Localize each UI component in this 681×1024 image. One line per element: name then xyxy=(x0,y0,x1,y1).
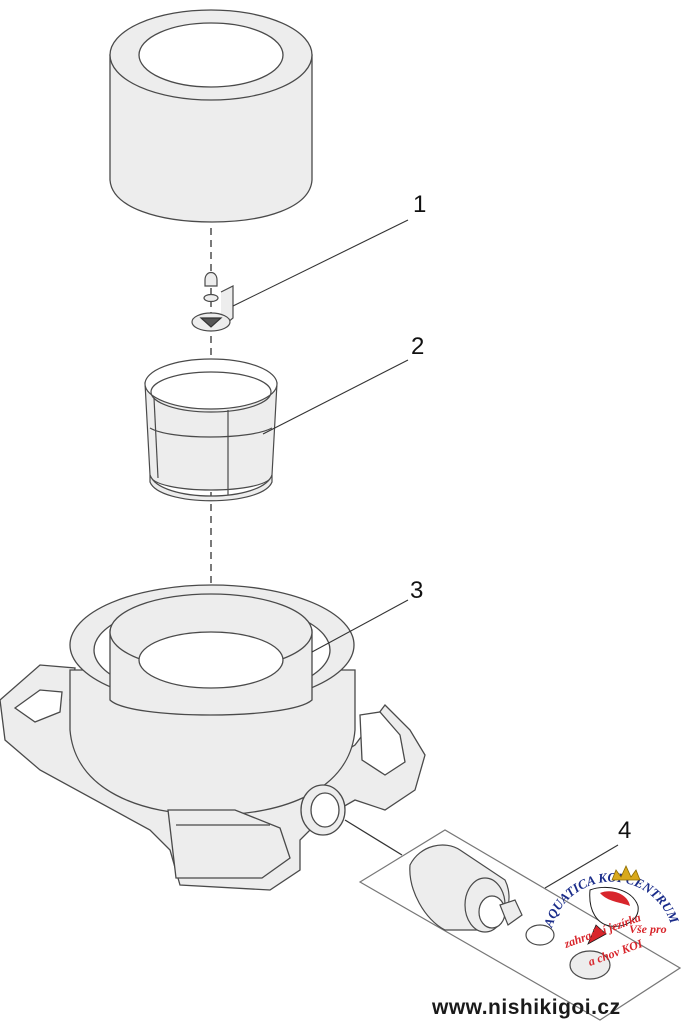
logo-line-1: Vše pro xyxy=(629,922,667,936)
crown-icon xyxy=(611,865,641,881)
valve-piece xyxy=(191,271,234,332)
hose-fittings xyxy=(358,829,681,1021)
outlet-connector-line xyxy=(344,819,403,856)
part-label-4: 4 xyxy=(618,817,631,844)
filter-basket xyxy=(144,358,278,502)
part-label-3: 3 xyxy=(410,577,423,604)
part-label-2: 2 xyxy=(411,333,424,360)
website-url[interactable]: www.nishikigoi.cz xyxy=(432,996,621,1019)
logo-line-3: a chov KOI xyxy=(586,936,645,969)
koi-centrum-logo: AQUATICA KOI CENTRUM Vše pro zahradní je… xyxy=(540,865,681,969)
foam-filter-cylinder xyxy=(109,9,313,223)
base-housing xyxy=(0,584,426,891)
koi-fish-icon xyxy=(589,886,639,927)
leader-lines xyxy=(232,219,619,889)
part-label-1: 1 xyxy=(413,191,426,218)
